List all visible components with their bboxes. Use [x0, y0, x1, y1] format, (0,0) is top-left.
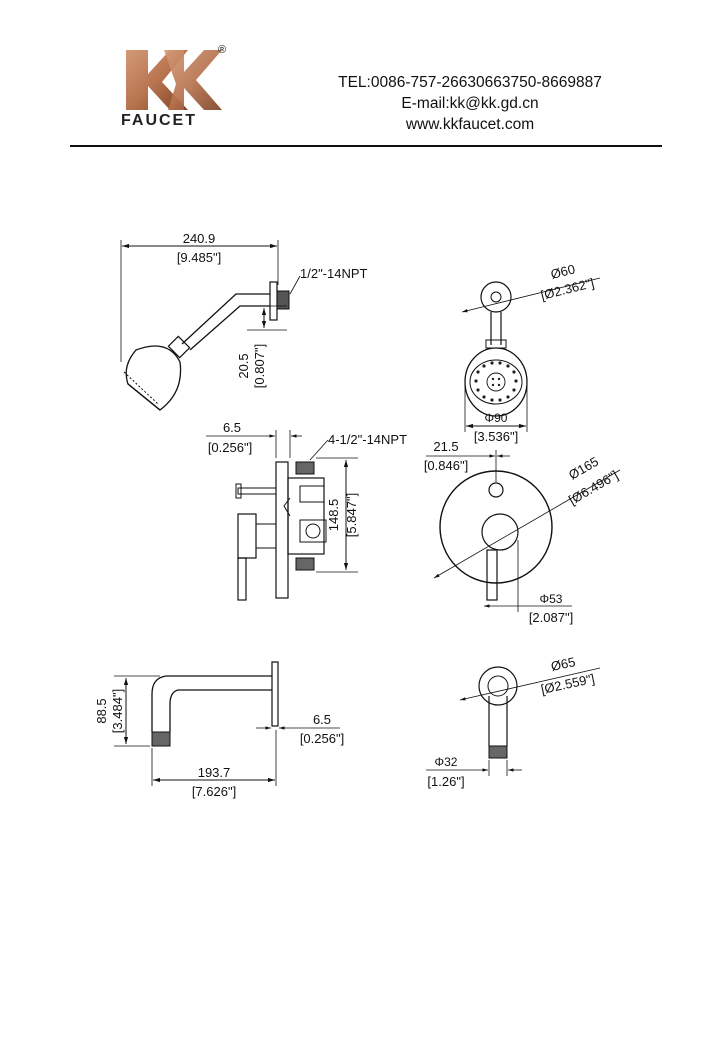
valve-thread: 4-1/2"-14NPT: [328, 432, 407, 447]
spout-length-in: [7.626"]: [192, 784, 236, 799]
header-divider: [70, 145, 662, 147]
valve-trim-mm: 6.5: [223, 420, 241, 435]
handle-dia-mm: Φ53: [540, 592, 563, 606]
spout-height-mm: 88.5: [94, 698, 109, 723]
spout-trim-mm: 6.5: [313, 712, 331, 727]
arm-length-in: [9.485"]: [177, 250, 221, 265]
shower-arm-side-view: 240.9 [9.485"] 1/2"-14NPT 20.5 [0.807"]: [120, 231, 368, 411]
valve-offset-mm: 21.5: [433, 439, 458, 454]
valve-height-in: [5.847"]: [344, 493, 359, 537]
head-dia-mm: Φ90: [485, 411, 508, 425]
shower-head-front-view: Ø60 [Ø2.362"] Φ90 [3.536"]: [461, 261, 601, 444]
arm-length-mm: 240.9: [183, 231, 216, 246]
arm-drop-in: [0.807"]: [252, 344, 267, 388]
valve-front-view: 21.5 [0.846"] Ø165 [Ø6.496"] Φ53 [2.087"…: [424, 439, 621, 625]
registered-mark: ®: [218, 44, 227, 56]
spout-side-view: 88.5 [3.484"] 6.5 [0.256"] 193.7 [7.626"…: [94, 661, 344, 799]
email: E-mail:kk@kk.gd.cn: [401, 95, 539, 112]
handle-dia-in: [2.087"]: [529, 610, 573, 625]
spout-front-view: Ø65 [Ø2.559"] Φ32 [1.26"]: [426, 654, 601, 789]
spout-height-in: [3.484"]: [110, 689, 125, 733]
spout-flange-dia-in: [Ø2.559"]: [540, 671, 596, 697]
arm-thread: 1/2"-14NPT: [300, 266, 368, 281]
head-dia-in: [3.536"]: [474, 429, 518, 444]
flange-dia-mm: Ø60: [549, 261, 576, 282]
kk-logo-mark: [126, 50, 222, 110]
arm-drop-mm: 20.5: [236, 353, 251, 378]
flange-dia-in: [Ø2.362"]: [539, 275, 595, 303]
valve-height-mm: 148.5: [326, 499, 341, 532]
valve-trim-in: [0.256"]: [208, 440, 252, 455]
website: www.kkfaucet.com: [405, 116, 535, 133]
valve-offset-in: [0.846"]: [424, 458, 468, 473]
spout-dia-mm: Φ32: [435, 755, 458, 769]
spout-trim-in: [0.256"]: [300, 731, 344, 746]
telephone: TEL:0086-757-26630663750-8669887: [338, 74, 602, 91]
kk-logo: [118, 44, 238, 134]
spout-length-mm: 193.7: [198, 765, 231, 780]
spout-flange-dia-mm: Ø65: [550, 654, 577, 674]
spout-dia-in: [1.26"]: [427, 774, 464, 789]
contact-block: TEL:0086-757-26630663750-8669887 E-mail:…: [300, 72, 640, 135]
brand-name: FAUCET: [121, 112, 197, 129]
valve-side-view: 6.5 [0.256"] 4-1/2"-14NPT 148.5 [5.847"]: [206, 420, 407, 601]
